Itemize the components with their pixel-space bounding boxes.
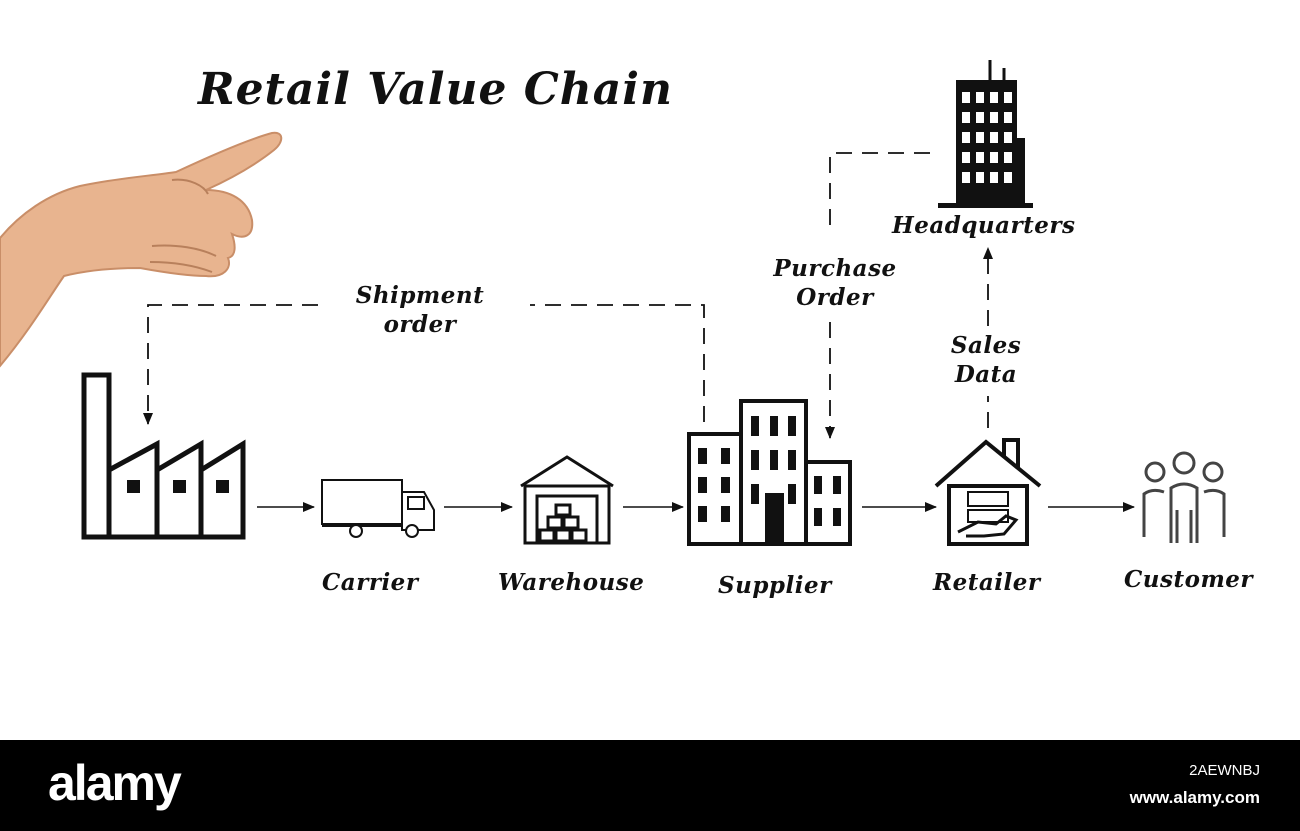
edge-label-purchase-order-line1: Purchase <box>773 255 897 282</box>
edge-label-shipment-order-line1: Shipment <box>355 282 485 309</box>
pointing-hand <box>0 131 283 368</box>
watermark-image-id: 2AEWNBJ <box>1189 762 1260 779</box>
node-label-retailer: Retailer <box>933 569 1041 596</box>
skyscraper-icon <box>938 60 1033 208</box>
people-group-icon <box>1142 451 1226 543</box>
edge-label-purchase-order: Purchase Order <box>760 254 910 312</box>
edge-label-shipment-order: Shipment order <box>340 281 500 339</box>
watermark-bar: alamy 2AEWNBJ www.alamy.com <box>0 740 1300 831</box>
watermark-logo: alamy <box>48 755 182 811</box>
edge-label-purchase-order-line2: Order <box>796 284 874 311</box>
diagram-svg <box>0 60 1226 546</box>
node-label-carrier: Carrier <box>322 569 419 596</box>
store-house-icon <box>934 438 1042 546</box>
node-label-warehouse: Warehouse <box>498 569 645 596</box>
dashed-arrows <box>143 152 993 439</box>
node-label-headquarters: Headquarters <box>892 212 1076 239</box>
node-label-customer: Customer <box>1124 566 1254 593</box>
warehouse-icon <box>520 455 614 545</box>
diagram-canvas: Retail Value Chain Carrier Warehouse Sup… <box>0 60 1254 599</box>
truck-icon <box>321 479 435 538</box>
dashed-shipment-order-left <box>143 304 318 425</box>
factory-windows <box>127 480 229 493</box>
node-label-supplier: Supplier <box>718 572 832 599</box>
edge-label-sales-data-line1: Sales <box>950 332 1022 359</box>
diagram-title: Retail Value Chain <box>198 64 673 115</box>
dashed-purchase-order-top <box>829 152 930 230</box>
edge-label-sales-data-line2: Data <box>954 361 1018 388</box>
watermark-url: www.alamy.com <box>1129 788 1260 807</box>
buildings-icon <box>687 399 852 546</box>
edge-label-shipment-order-line2: order <box>383 311 457 338</box>
factory-icon <box>81 372 246 540</box>
edge-label-sales-data: Sales Data <box>926 331 1046 389</box>
dashed-shipment-order-right <box>530 304 705 422</box>
